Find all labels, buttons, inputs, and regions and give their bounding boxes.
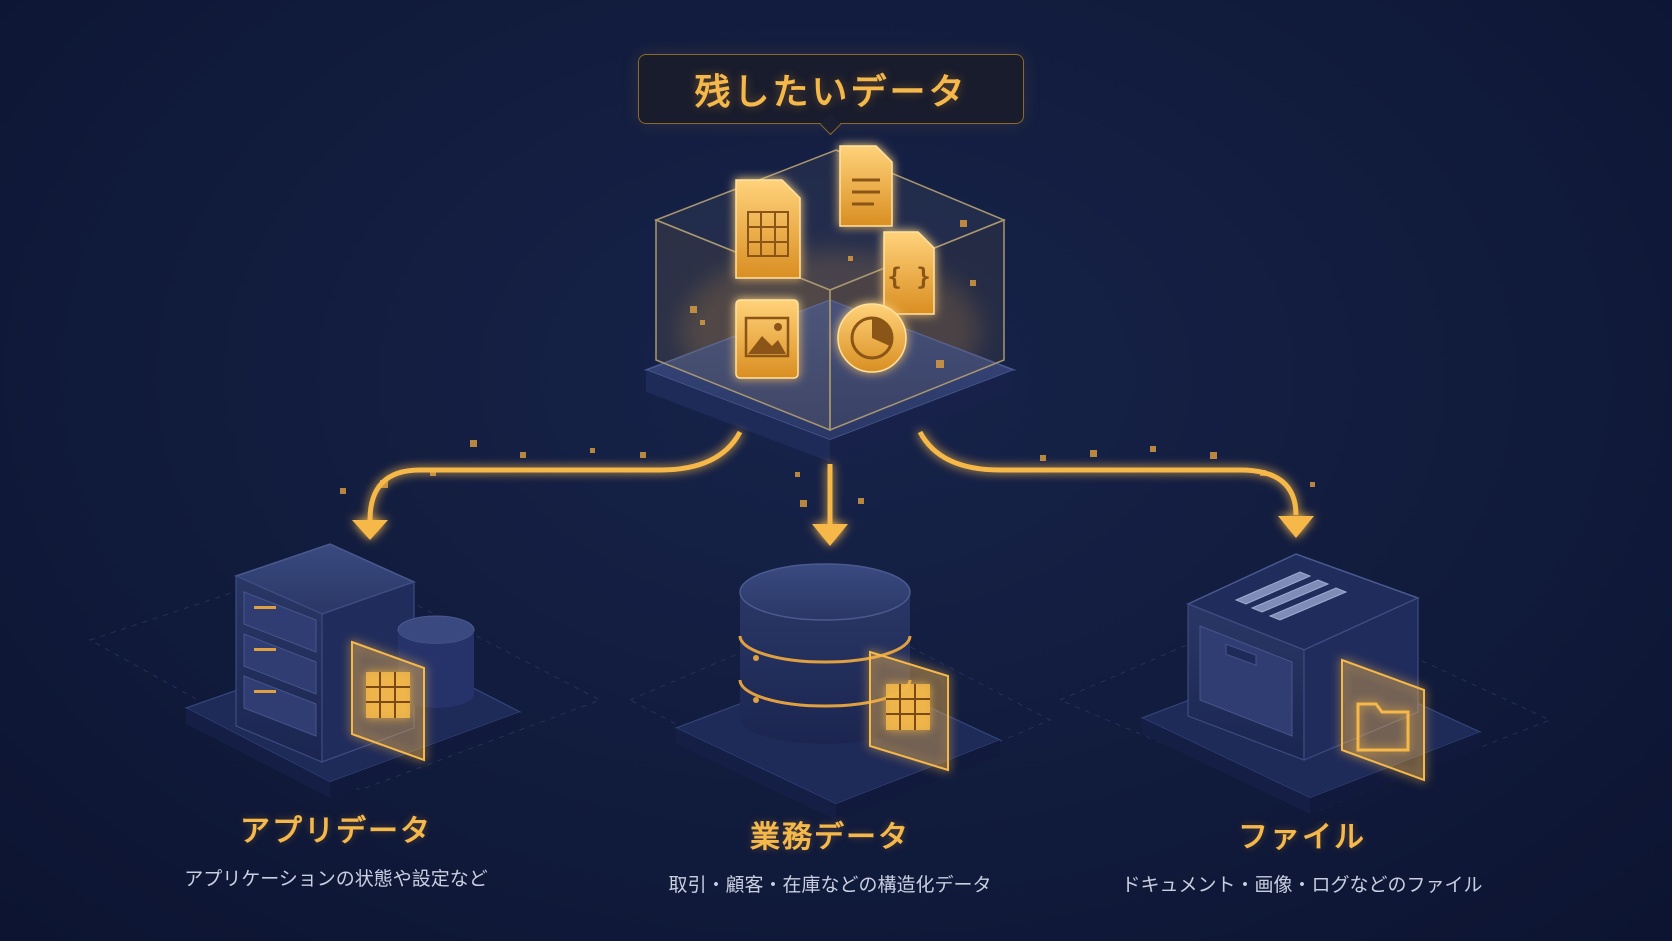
category-app-data: アプリデータ アプリケーションの状態や設定など <box>96 806 576 891</box>
category-name: アプリデータ <box>240 814 432 849</box>
category-files: ファイル ドキュメント・画像・ログなどのファイル <box>1062 812 1542 897</box>
pie-chart-icon <box>837 303 907 373</box>
file-cabinet-with-folder-icon <box>1140 553 1482 814</box>
svg-text:{ }: { } <box>887 263 930 291</box>
spreadsheet-icon <box>735 179 801 279</box>
json-icon: { } <box>883 231 935 315</box>
arrow-center <box>812 464 848 546</box>
category-business-data: 業務データ 取引・顧客・在庫などの構造化データ <box>590 812 1070 897</box>
diagram-title: 残したいデータ <box>694 72 968 113</box>
database-with-table-icon <box>674 563 1002 820</box>
category-name: 業務データ <box>750 820 910 855</box>
arrow-right <box>917 430 1314 538</box>
document-icon <box>839 145 893 227</box>
source-data-box <box>643 149 1017 462</box>
source-data-label: 残したいデータ <box>638 54 1024 124</box>
image-icon <box>735 299 799 379</box>
category-description: 取引・顧客・在庫などの構造化データ <box>668 874 992 896</box>
category-description: ドキュメント・画像・ログなどのファイル <box>1121 874 1483 896</box>
server-with-table-icon <box>184 543 522 798</box>
arrow-left <box>352 430 743 540</box>
category-name: ファイル <box>1238 820 1366 855</box>
category-description: アプリケーションの状態や設定など <box>184 868 488 890</box>
